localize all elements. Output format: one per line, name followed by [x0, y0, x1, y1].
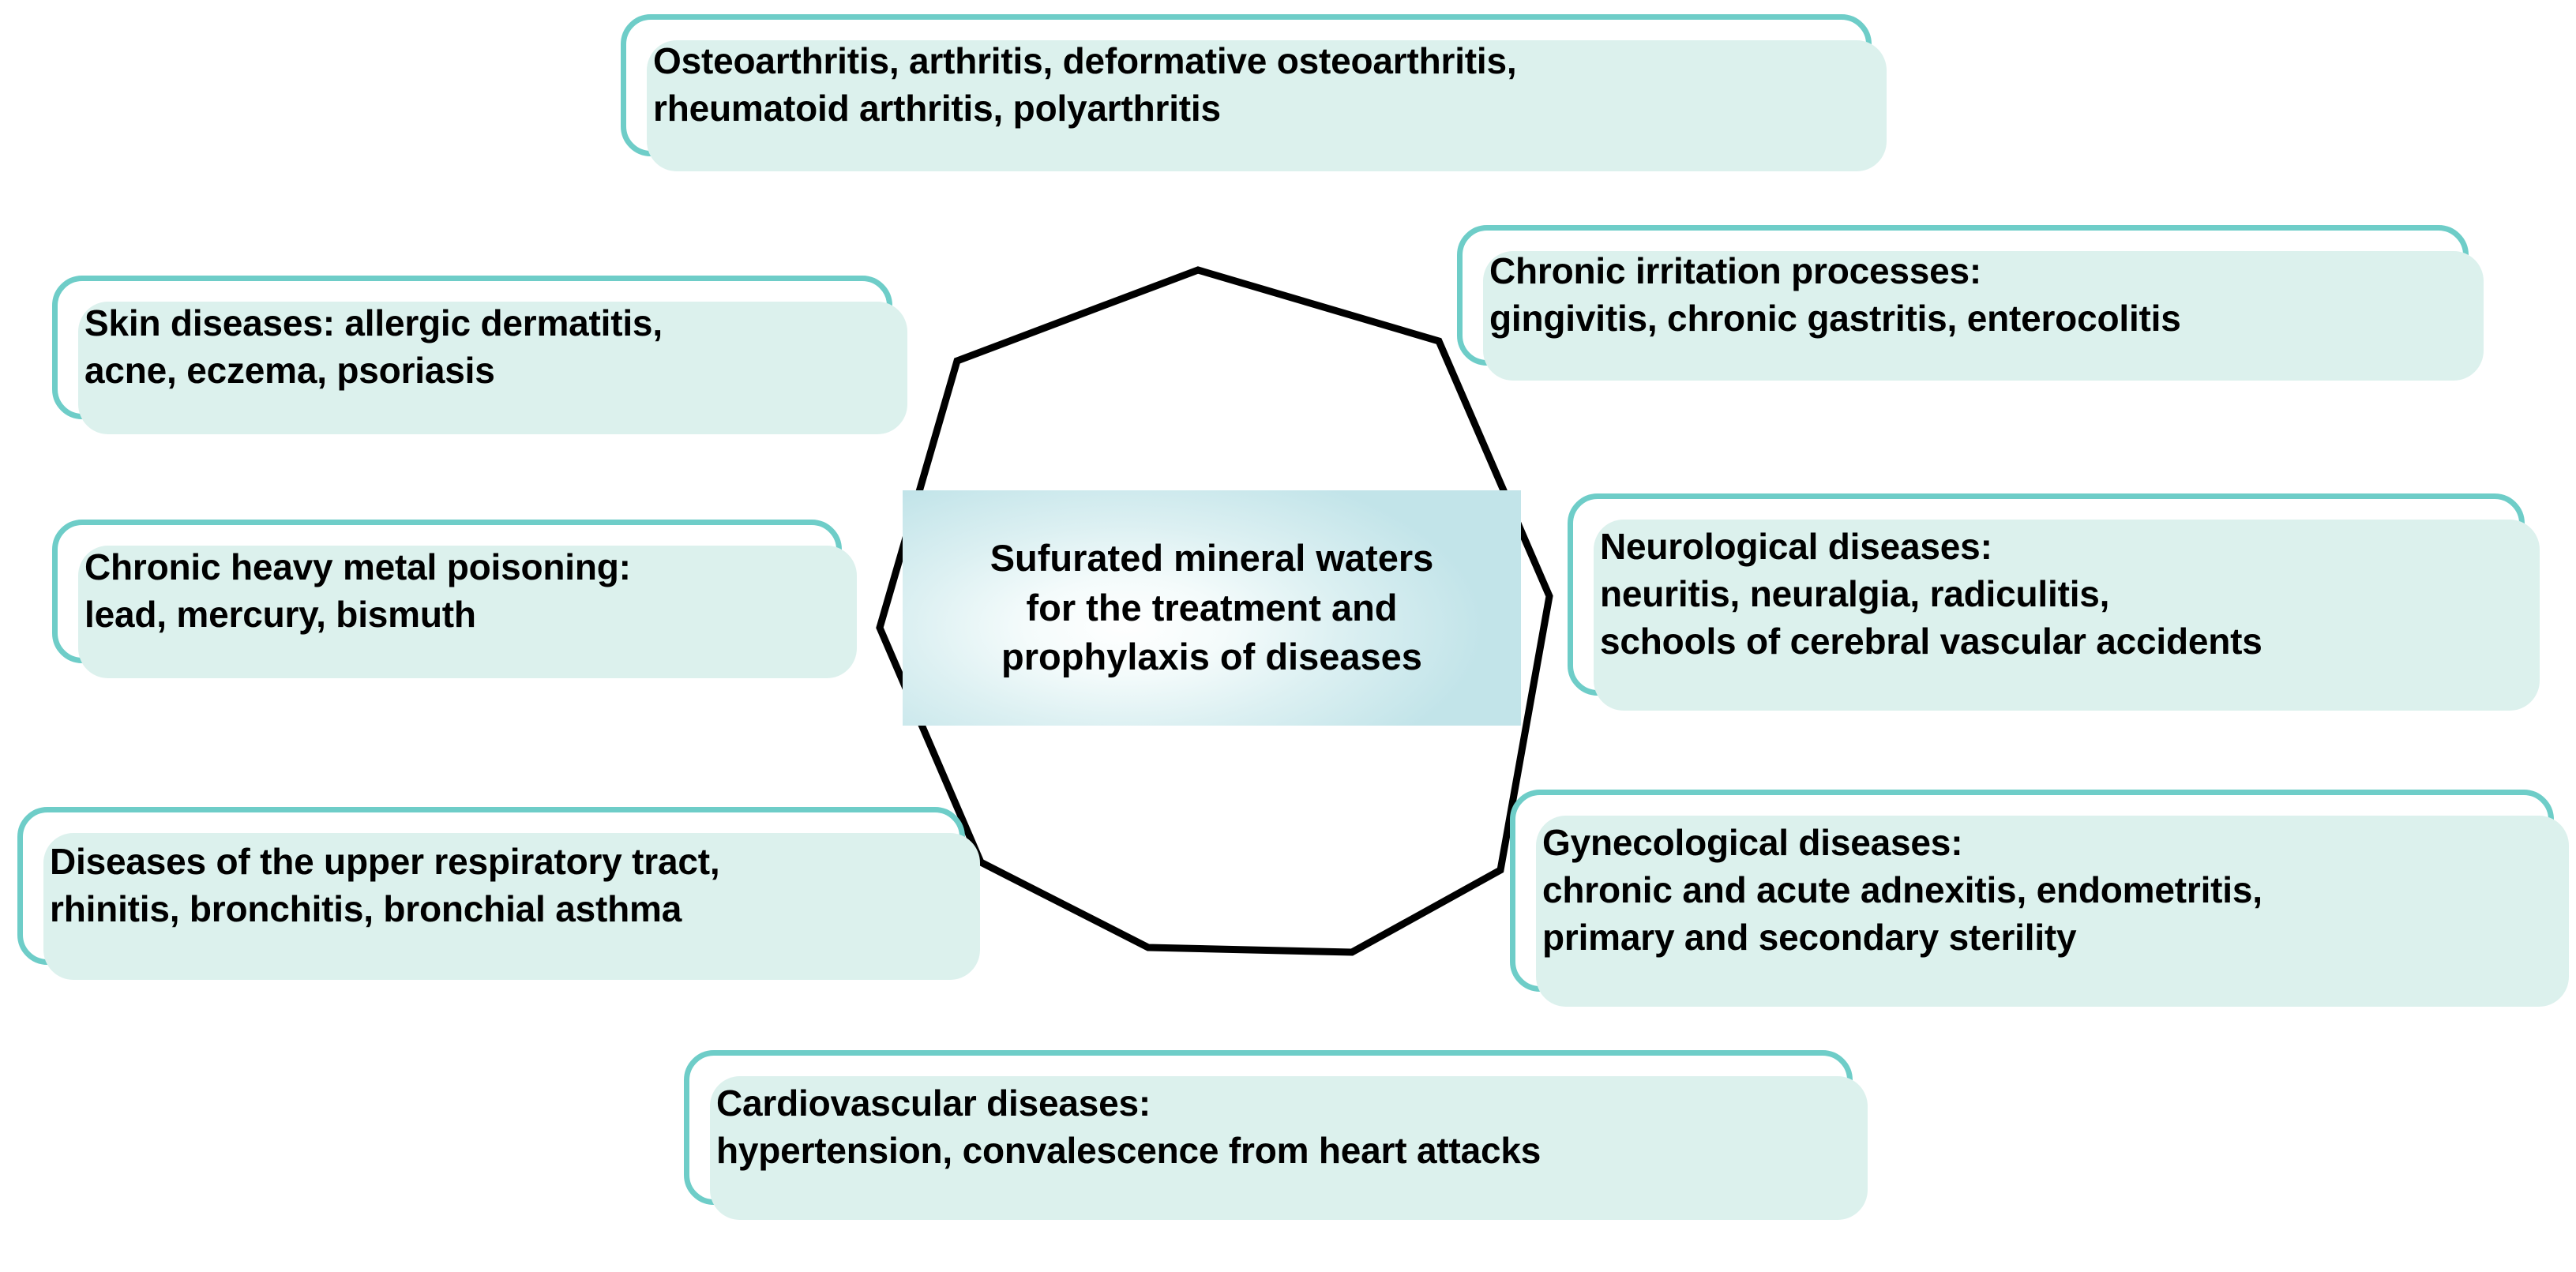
node-osteoarthritis[interactable]: Osteoarthritis, arthritis, deformative o… [621, 14, 1887, 171]
node-line: Chronic irritation processes: [1489, 250, 1982, 292]
node-shadow [1536, 816, 2569, 1007]
node-line: Gynecological diseases: [1542, 822, 1963, 864]
node-shadow [647, 40, 1887, 171]
node-respiratory-diseases-text: Diseases of the upper respiratory tract,… [23, 839, 959, 933]
node-line: gingivitis, chronic gastritis, enterocol… [1489, 298, 2181, 339]
node-line: Skin diseases: allergic dermatitis, [84, 302, 663, 344]
center-concept-band: Sufurated mineral waters for the treatme… [903, 490, 1521, 726]
node-line: Chronic heavy metal poisoning: [84, 546, 631, 588]
node-heavy-metal-poisoning[interactable]: Chronic heavy metal poisoning: lead, mer… [52, 520, 857, 678]
node-line: primary and secondary sterility [1542, 916, 2077, 958]
node-cardiovascular-diseases-text: Cardiovascular diseases: hypertension, c… [689, 1080, 1847, 1175]
node-cardiovascular-diseases[interactable]: Cardiovascular diseases: hypertension, c… [684, 1050, 1868, 1220]
node-line: rheumatoid arthritis, polyarthritis [653, 88, 1221, 129]
node-line: rhinitis, bronchitis, bronchial asthma [50, 888, 682, 929]
node-skin-diseases[interactable]: Skin diseases: allergic dermatitis, acne… [52, 276, 907, 434]
node-shadow [1483, 251, 2484, 381]
node-respiratory-diseases[interactable]: Diseases of the upper respiratory tract,… [17, 807, 980, 980]
node-gynecological-diseases-text: Gynecological diseases: chronic and acut… [1515, 820, 2548, 961]
node-line: chronic and acute adnexitis, endometriti… [1542, 869, 2262, 911]
node-chronic-irritation-text: Chronic irritation processes: gingivitis… [1463, 248, 2463, 343]
node-line: hypertension, convalescence from heart a… [716, 1130, 1541, 1171]
center-line-2: for the treatment and [1026, 586, 1398, 628]
node-line: Osteoarthritis, arthritis, deformative o… [653, 40, 1517, 82]
node-shadow [43, 833, 980, 980]
node-neurological-diseases[interactable]: Neurological diseases: neuritis, neuralg… [1568, 493, 2540, 711]
node-line: schools of cerebral vascular accidents [1600, 620, 2262, 662]
node-line: neuritis, neuralgia, radiculitis, [1600, 573, 2110, 615]
node-gynecological-diseases[interactable]: Gynecological diseases: chronic and acut… [1510, 790, 2569, 1007]
node-line: Diseases of the upper respiratory tract, [50, 841, 720, 883]
center-line-1: Sufurated mineral waters [989, 537, 1434, 580]
node-line: Cardiovascular diseases: [716, 1083, 1151, 1124]
node-heavy-metal-poisoning-text: Chronic heavy metal poisoning: lead, mer… [58, 544, 836, 639]
node-shadow [78, 546, 857, 678]
center-line-3: prophylaxis of diseases [1001, 636, 1422, 678]
node-skin-diseases-text: Skin diseases: allergic dermatitis, acne… [58, 300, 887, 395]
node-shadow [1594, 520, 2540, 711]
node-osteoarthritis-text: Osteoarthritis, arthritis, deformative o… [626, 38, 1866, 133]
node-neurological-diseases-text: Neurological diseases: neuritis, neuralg… [1573, 523, 2519, 665]
center-concept-text: Sufurated mineral waters for the treatme… [990, 534, 1434, 682]
node-chronic-irritation[interactable]: Chronic irritation processes: gingivitis… [1457, 225, 2484, 381]
node-shadow [78, 302, 907, 434]
node-line: lead, mercury, bismuth [84, 594, 476, 635]
node-shadow [710, 1076, 1868, 1220]
node-line: Neurological diseases: [1600, 526, 1992, 568]
node-line: acne, eczema, psoriasis [84, 350, 495, 391]
